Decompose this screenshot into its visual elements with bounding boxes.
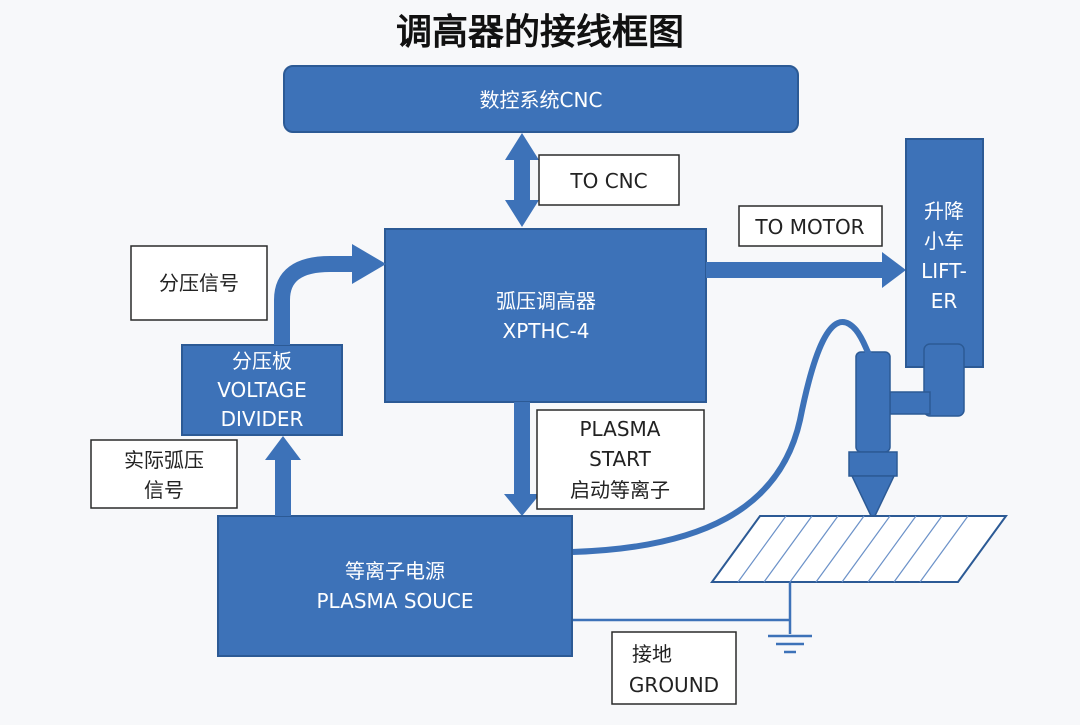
divided-signal-arrow bbox=[274, 244, 386, 345]
divider-line2: VOLTAGE bbox=[217, 378, 307, 402]
actual-arc-line1: 实际弧压 bbox=[124, 448, 204, 472]
lifter-line1: 升降 bbox=[924, 199, 964, 223]
voltage-divider-box: 分压板 VOLTAGE DIVIDER bbox=[181, 344, 343, 436]
lifter-box: 升降 小车 LIFT- ER bbox=[905, 138, 984, 368]
torch-cable bbox=[569, 319, 873, 555]
actual-arc-arrow bbox=[265, 436, 301, 516]
plasma-source-name: 等离子电源 bbox=[345, 559, 445, 583]
workpiece-plate-icon bbox=[710, 515, 1008, 583]
lifter-line3: LIFT- bbox=[921, 259, 967, 283]
lifter-line4: ER bbox=[931, 289, 958, 313]
ground-symbol-icon bbox=[768, 634, 812, 654]
diagram-title: 调高器的接线框图 bbox=[396, 12, 684, 53]
cnc-box-label: 数控系统CNC bbox=[480, 88, 603, 112]
actual-arc-line2: 信号 bbox=[144, 478, 184, 502]
ground-label-en: GROUND bbox=[629, 673, 719, 697]
lifter-line2: 小车 bbox=[924, 229, 964, 253]
plasma-start-line2: START bbox=[589, 447, 651, 471]
to-cnc-label: TO CNC bbox=[569, 169, 647, 193]
divider-line3: DIVIDER bbox=[221, 407, 304, 431]
thc-box: 弧压调高器 XPTHC-4 bbox=[384, 228, 707, 403]
actual-arc-label-box: 实际弧压 信号 bbox=[90, 439, 238, 509]
plasma-source-en: PLASMA SOUCE bbox=[316, 589, 473, 613]
plasma-start-line3: 启动等离子 bbox=[570, 478, 670, 502]
plasma-start-label-box: PLASMA START 启动等离子 bbox=[536, 409, 705, 510]
torch-icon bbox=[848, 343, 965, 522]
cnc-thc-double-arrow bbox=[505, 133, 539, 227]
cnc-box: 数控系统CNC bbox=[283, 65, 799, 133]
divided-signal-label: 分压信号 bbox=[159, 271, 239, 295]
to-motor-label: TO MOTOR bbox=[754, 215, 864, 239]
divider-line1: 分压板 bbox=[232, 349, 292, 373]
divided-signal-label-box: 分压信号 bbox=[130, 245, 268, 321]
to-motor-arrow bbox=[706, 252, 906, 288]
thc-box-model: XPTHC-4 bbox=[503, 319, 590, 343]
ground-label-cn: 接地 bbox=[632, 642, 672, 666]
thc-box-name: 弧压调高器 bbox=[496, 289, 596, 313]
to-motor-label-box: TO MOTOR bbox=[738, 205, 883, 247]
plasma-start-arrow bbox=[504, 402, 540, 516]
plasma-start-line1: PLASMA bbox=[580, 417, 661, 441]
ground-wire bbox=[572, 582, 792, 634]
to-cnc-label-box: TO CNC bbox=[538, 154, 680, 206]
ground-label-box: 接地 GROUND bbox=[611, 631, 737, 705]
plasma-source-box: 等离子电源 PLASMA SOUCE bbox=[217, 515, 573, 657]
